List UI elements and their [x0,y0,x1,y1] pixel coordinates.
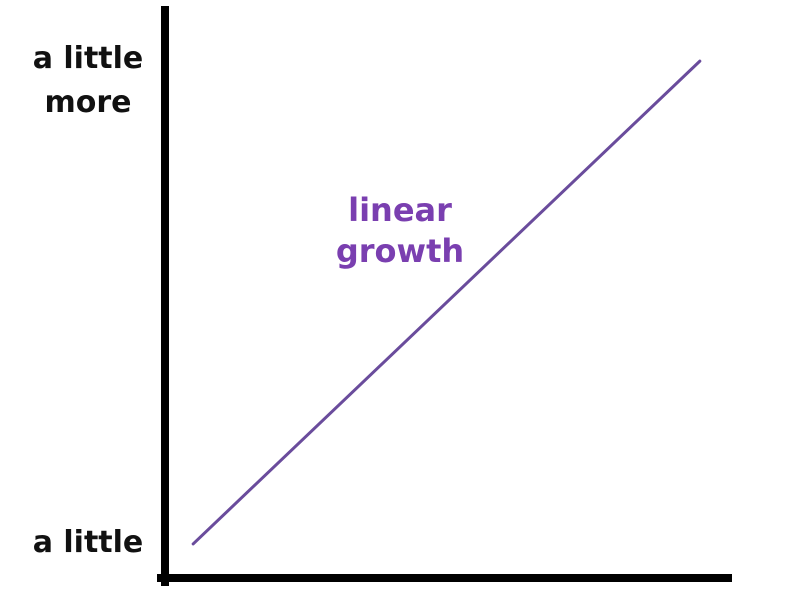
annotation-line-1: linear [348,191,452,229]
y-tick-label-top-line-1: a little [33,41,144,76]
y-axis-labels: a little more a little [33,41,144,560]
annotation-line-2: growth [336,232,464,270]
y-tick-label-bottom: a little [33,525,144,560]
series-line [191,59,702,546]
y-tick-label-top-line-2: more [44,85,131,120]
annotation: linear growth [336,191,464,270]
